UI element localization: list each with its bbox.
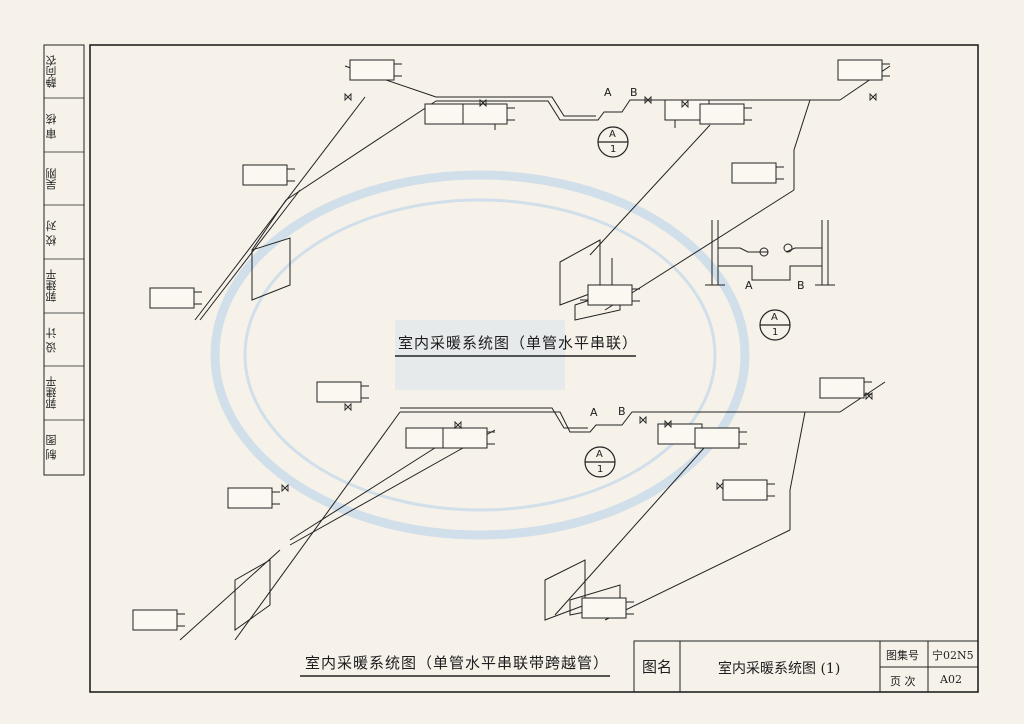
callout-inset-letter: A (771, 312, 778, 323)
title-block-frame (633, 640, 979, 693)
title-block-atlas-label: 图集号 (886, 649, 919, 662)
sheet-frame (43, 44, 979, 693)
title-block-atlas-value: 宁02N5 (932, 649, 974, 662)
top-system-diagram (194, 65, 891, 321)
callout-bottom-letter: A (596, 449, 603, 460)
top-diagram-title: 室内采暖系统图（单管水平串联） (398, 334, 639, 352)
radiator (442, 427, 496, 449)
bottom-point-b: B (618, 405, 626, 418)
callout-top-letter: A (609, 129, 616, 140)
sidebar-label-check: 校 对 (45, 220, 58, 246)
radiator (316, 381, 370, 403)
title-block-page-label: 页 次 (890, 675, 916, 688)
radiator (149, 287, 203, 309)
radiator (694, 427, 748, 449)
radiator (587, 284, 641, 306)
radiator (731, 162, 785, 184)
sidebar-label-drafting: 制 图 (45, 434, 58, 460)
sidebar-label-design: 设 计 (45, 327, 58, 353)
callout-bottom-number: 1 (597, 464, 604, 475)
bottom-diagram-title: 室内采暖系统图（单管水平串联带跨越管） (305, 654, 610, 672)
bottom-system-diagram (179, 381, 886, 641)
top-point-a: A (604, 86, 612, 99)
sidebar-label-checker-name: 郭建平 (45, 269, 58, 303)
watermark-stamp (210, 170, 750, 540)
sidebar-label-review: 审 核 (45, 113, 58, 139)
callout-circles (584, 126, 791, 478)
radiator (722, 479, 776, 501)
title-block-name-label: 图名 (642, 658, 673, 676)
sidebar-label-reviewer: 静向农 (45, 55, 58, 89)
inset-point-a: A (745, 279, 753, 292)
sidebar-label-designer-name: 郭建平 (45, 376, 58, 410)
radiator (132, 609, 186, 631)
inset-point-b: B (797, 279, 805, 292)
radiator (242, 164, 296, 186)
title-underlines (300, 355, 636, 677)
radiator (462, 103, 516, 125)
title-block-page-value: A02 (940, 673, 962, 686)
top-point-b: B (630, 86, 638, 99)
radiator (227, 487, 281, 509)
radiator (819, 377, 873, 399)
callout-inset-number: 1 (772, 327, 779, 338)
radiator (349, 59, 403, 81)
radiator (699, 103, 753, 125)
callout-top-number: 1 (610, 144, 617, 155)
bottom-radiators (132, 377, 873, 631)
bottom-point-a: A (590, 406, 598, 419)
radiator (837, 59, 891, 81)
bottom-valves (281, 392, 873, 492)
detail-inset (705, 220, 835, 286)
radiator (581, 597, 635, 619)
sidebar-label-reviewer-name: 吴刚 (45, 168, 58, 190)
title-block-name-value: 室内采暖系统图 (1) (718, 661, 841, 677)
